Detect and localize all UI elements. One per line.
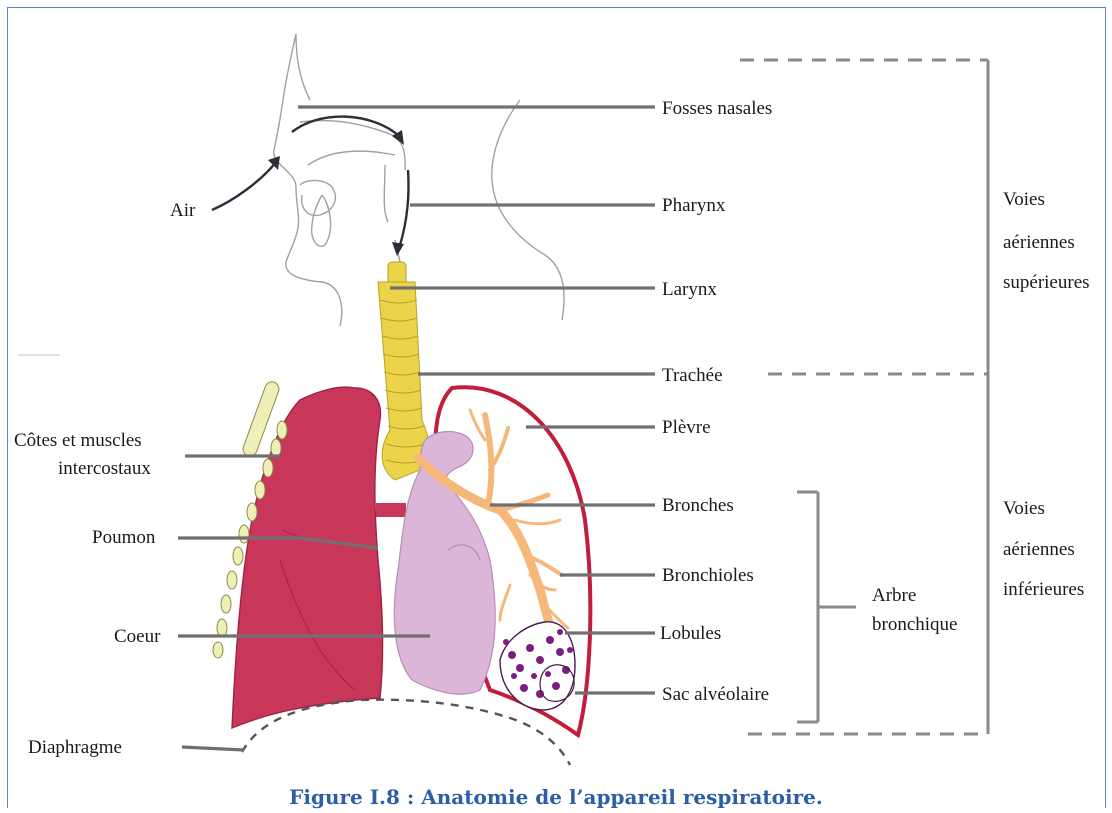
pharynx-airflow-arrow xyxy=(400,170,409,245)
nasal-airflow-arrow xyxy=(292,117,398,135)
label-voies-sup-line1: Voies xyxy=(1003,189,1045,210)
rib-segment xyxy=(247,503,257,521)
rib-segment xyxy=(277,421,287,439)
label-coeur: Coeur xyxy=(114,626,161,647)
label-poumon: Poumon xyxy=(92,527,156,548)
air-arrow xyxy=(212,162,276,210)
label-air: Air xyxy=(170,200,196,221)
label-cotes-line1: Côtes et muscles xyxy=(14,430,142,451)
label-pharynx: Pharynx xyxy=(662,195,726,216)
label-bronchioles: Bronchioles xyxy=(662,565,754,586)
rib-segment xyxy=(271,439,281,457)
label-voies-inf-line2: aériennes xyxy=(1003,539,1075,560)
rib-segment xyxy=(213,642,223,658)
label-voies-sup-line2: aériennes xyxy=(1003,232,1075,253)
rib-segment xyxy=(217,619,227,637)
label-arbre-line2: bronchique xyxy=(872,614,957,635)
rib-segment xyxy=(227,571,237,589)
figure-caption: Figure I.8 : Anatomie de l’appareil resp… xyxy=(0,785,1112,809)
rib-segment xyxy=(255,481,265,499)
label-fosses-nasales: Fosses nasales xyxy=(662,98,772,119)
label-larynx: Larynx xyxy=(662,279,717,300)
label-voies-inf-line1: Voies xyxy=(1003,498,1045,519)
rib-segment xyxy=(233,547,243,565)
left-main-bronchus xyxy=(376,503,406,517)
label-cotes-line2: intercostaux xyxy=(58,458,151,479)
label-plevre: Plèvre xyxy=(662,417,711,438)
rib-segment xyxy=(239,525,249,543)
label-sac-alveolaire: Sac alvéolaire xyxy=(662,684,769,705)
rib-segment xyxy=(221,595,231,613)
label-arbre-line1: Arbre xyxy=(872,585,916,606)
pharynx-airflow-arrow-head xyxy=(392,242,404,256)
head-outline xyxy=(0,0,564,326)
label-diaphragme: Diaphragme xyxy=(28,737,122,758)
leader-diaphragme xyxy=(182,747,244,750)
label-bronches: Bronches xyxy=(662,495,734,516)
rib-segment xyxy=(263,459,273,477)
label-voies-inf-line3: inférieures xyxy=(1003,579,1084,600)
label-lobules: Lobules xyxy=(660,623,721,644)
label-trachee: Trachée xyxy=(662,365,723,386)
label-voies-sup-line3: supérieures xyxy=(1003,272,1090,293)
